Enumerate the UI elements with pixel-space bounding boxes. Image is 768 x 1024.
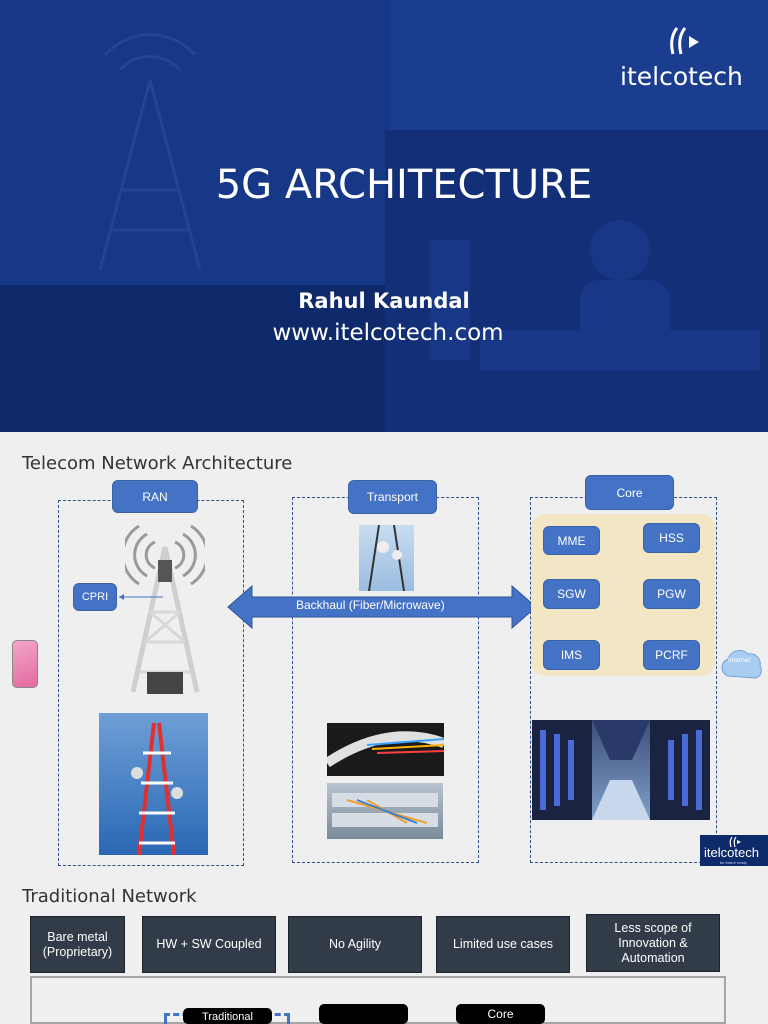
slide-title: Traditional Network (22, 886, 197, 907)
core-node-mme: MME (543, 526, 600, 555)
slide-title: Telecom Network Architecture (22, 453, 293, 474)
slide-title: 5G ARCHITECTURE (215, 162, 593, 208)
tab-blank (319, 1004, 408, 1024)
internet-cloud-icon (721, 650, 762, 679)
trad-box-no-agility: No Agility (288, 916, 422, 973)
ran-label: RAN (112, 480, 198, 513)
author-name: Rahul Kaundal (298, 289, 470, 313)
itelcotech-logo-icon (729, 836, 741, 848)
internet-label: Internet (728, 657, 751, 664)
tab-core: Core (456, 1004, 545, 1024)
core-node-sgw: SGW (543, 579, 600, 609)
brand-name: itelcotech (620, 62, 743, 91)
core-node-pcrf: PCRF (643, 640, 700, 670)
transport-label: Transport (348, 480, 437, 514)
website-link[interactable]: www.itelcotech.com (272, 320, 504, 346)
cpri-connector (119, 594, 163, 600)
trad-box-hw-sw: HW + SW Coupled (142, 916, 276, 973)
traditional-network-slide: Traditional Network Bare metal (Propriet… (0, 868, 768, 1024)
core-node-hss: HSS (643, 523, 700, 553)
badge-tagline: be future ready (720, 860, 747, 865)
cell-tower-icon (125, 524, 205, 694)
brand-badge: itelcotech be future ready (700, 835, 768, 866)
fiber-cable-photo (327, 723, 444, 776)
core-label: Core (585, 475, 674, 510)
badge-brand-name: itelcotech (704, 845, 759, 860)
microwave-tower-photo (359, 525, 414, 591)
title-slide: itelcotech 5G ARCHITECTURE Rahul Kaundal… (0, 0, 768, 432)
itelcotech-logo-icon (670, 27, 699, 55)
trad-box-limited-use: Limited use cases (436, 916, 570, 973)
tower-photo (99, 713, 208, 855)
network-switch-photo (327, 783, 443, 839)
worker-watermark-icon (430, 220, 760, 370)
tower-watermark-icon (98, 33, 202, 271)
network-architecture-slide: Telecom Network Architecture RAN CPRI Tr… (0, 434, 768, 866)
tab-traditional: Traditional (183, 1008, 272, 1024)
bg-panel-topright (390, 0, 768, 130)
core-node-ims: IMS (543, 640, 600, 670)
cpri-label: CPRI (73, 583, 117, 611)
core-node-pgw: PGW (643, 579, 700, 609)
trad-box-innovation: Less scope of Innovation & Automation (586, 914, 720, 972)
backhaul-label: Backhaul (Fiber/Microwave) (296, 598, 445, 612)
datacenter-photo (532, 720, 710, 820)
bg-panel-topleft (0, 0, 390, 285)
trad-box-bare-metal: Bare metal (Proprietary) (30, 916, 125, 973)
smartphone-icon (12, 640, 38, 688)
